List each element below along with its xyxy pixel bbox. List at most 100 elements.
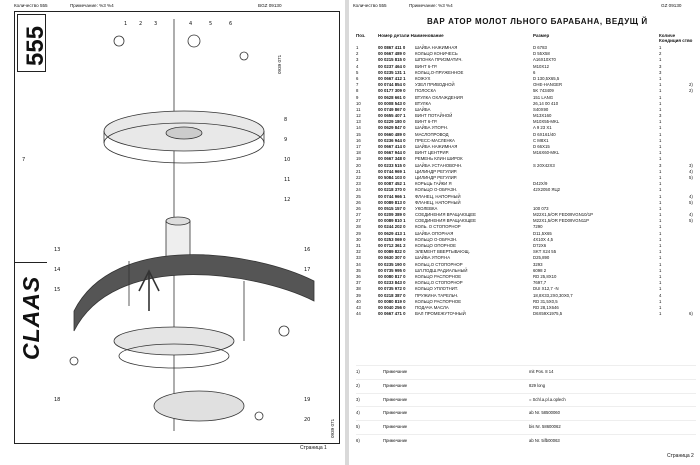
row-qty: 1 [659,286,662,292]
row-note: 5) [689,218,693,224]
row-pos: 11 [356,106,361,112]
row-name: ВИНТ ПОТАЙНОЙ [415,113,453,119]
row-name: КОЛЬ. О СТОПОРНОР [415,224,461,230]
note-value: ab Nr. 58500060 [529,410,560,416]
row-name: ШАЙБА УПОР.НА [415,255,451,261]
row-pos: 34 [356,261,361,267]
row-qty: 1 [659,119,662,125]
row-note: 6) [689,311,693,317]
row-qty: 1 [659,168,662,174]
row-pos: 20 [356,162,361,168]
note-value: mit Pos. 8 14 [529,369,554,374]
row-name: ПОДАЧА МАСЛА [415,304,449,310]
row-pos: 30 [356,236,361,242]
svg-text:3: 3 [154,21,157,27]
row-note: 2) [689,88,693,94]
row-pos: 40 [356,298,361,304]
row-qty: 1 [659,218,662,224]
row-pos: 17 [356,144,361,149]
row-pos: 9 [356,94,359,100]
row-name: ВИНТ ЦЕНТРИР. [415,150,449,156]
note-value: 829 long [529,382,546,388]
col-qty: Количе Кондиция ство [659,33,693,43]
row-pos: 15 [356,131,361,137]
svg-text:14: 14 [54,267,60,273]
row-pos: 2 [356,51,359,57]
row-code: 00 0667 944 0 [378,150,406,156]
row-qty: 1 [659,181,662,187]
row-name: ШАЙБА УСТАНОВОЧН. [415,162,463,168]
svg-text:2: 2 [139,21,142,27]
row-name: ФЛАНЕЦ, НАПОРНЫЙ [415,199,461,205]
note-id: 3) [356,396,360,402]
row-name: КОРЬЦЬ ГАЙКИ Я [415,181,452,187]
svg-text:8: 8 [284,117,287,123]
row-code: 00 0236 944 0 [378,137,406,143]
row-qty: 1 [659,125,662,131]
row-code: 00 0089 810 1 [378,218,406,224]
row-note: 5) [689,174,693,180]
row-pos: 8 [356,88,359,94]
row-size: M10X55-MKL [533,119,560,125]
row-pos: 25 [356,193,361,199]
row-pos: 7 [356,82,359,88]
row-code: 00 0655 407 1 [378,113,406,119]
row-code: 00 0177 309 0 [378,88,406,94]
row-pos: 24 [356,187,361,193]
row-qty: 1 [659,45,662,50]
row-pos: 43 [356,304,361,310]
row-pos: 38 [356,286,361,292]
row-code: 00 0667 412 1 [378,75,406,81]
row-pos: 22 [356,174,361,180]
row-qty: 2 [659,51,662,57]
right-footer: Страница 2 [667,453,694,459]
right-page: Количество 555 Примечание: %3 %4 GZ 0913… [349,0,700,465]
row-qty: 1 [659,304,662,310]
row-size: 6098 2 [533,267,547,273]
row-name: ШАЙБА НАЖИМНАЯ [415,45,458,50]
row-size: D 55X58 [533,51,550,57]
row-code: 00 0080 817 0 [378,273,406,279]
svg-text:7: 7 [22,157,25,163]
row-code: 00 0749 867 0 [378,106,406,112]
svg-text:13: 13 [54,247,60,253]
row-size: M22X1,5/OR FED09VGN10/1P [533,212,593,218]
svg-text:11: 11 [284,177,290,183]
row-code: 00 0040 256 0 [378,304,406,310]
row-code: 00 0744 969 1 [378,168,406,174]
row-qty: 1 [659,144,662,149]
row-name: ВТУЛКА ОХЛАЖДЕНИЯ [415,94,463,100]
row-qty: 1 [659,261,662,267]
row-name: ПРУЖИНА ТАРЕЛЬЧ. [415,292,459,298]
row-qty: 1 [659,193,662,199]
row-pos: 31 [356,243,361,248]
row-qty: 3 [659,113,662,119]
row-code: 00 0867 411 0 [378,45,406,50]
row-pos: 19 [356,156,361,162]
row-size: 7290 [533,224,543,230]
row-size: 151 LANG [533,94,554,100]
row-size: S 20X42X3 [533,162,555,168]
row-pos: 14 [356,125,361,131]
row-note: 5) [689,199,693,205]
row-pos: 36 [356,273,361,279]
row-code: 00 0229 180 0 [378,119,406,125]
row-qty: 1 [659,273,662,279]
